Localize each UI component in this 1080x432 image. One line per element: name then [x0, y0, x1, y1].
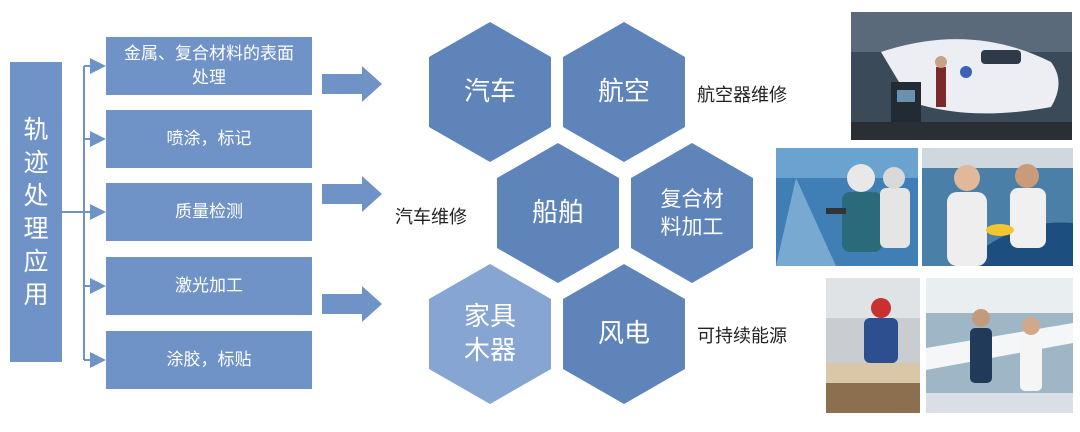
app-label: 质量检测 [175, 202, 243, 222]
app-box-quality-inspection: 质量检测 [106, 183, 312, 241]
app-box-surface-treatment: 金属、复合材料的表面处理 [106, 37, 312, 95]
label-aircraft-maintenance: 航空器维修 [697, 85, 787, 106]
label-sustainable-energy: 可持续能源 [697, 326, 787, 347]
hex-label: 风电 [597, 319, 650, 349]
app-box-laser-processing: 激光加工 [106, 257, 312, 315]
app-label: 涂胶，标贴 [166, 350, 252, 370]
hex-label: 汽车 [463, 77, 516, 107]
app-box-spraying-marking: 喷涂，标记 [106, 110, 312, 168]
left-title-box: 轨迹处理应用 [10, 62, 62, 362]
app-label: 激光加工 [175, 276, 243, 296]
label-car-repair: 汽车维修 [395, 207, 467, 228]
photo-spray-painter [776, 148, 918, 266]
app-box-gluing-labeling: 涂胶，标贴 [106, 331, 312, 389]
hex-label: 家具木器 [463, 302, 516, 366]
photo-wind-blade [926, 278, 1073, 413]
hex-label: 航空 [597, 77, 650, 107]
photo-aircraft-maintenance [851, 12, 1072, 140]
hex-label: 复合材料加工 [660, 187, 724, 239]
app-label: 喷涂，标记 [166, 129, 252, 149]
photo-wood-sanding [826, 278, 920, 413]
left-title: 轨迹处理应用 [23, 115, 49, 309]
app-label: 金属、复合材料的表面处理 [124, 44, 294, 88]
photo-car-polishing [922, 148, 1073, 266]
hex-label: 船舶 [531, 198, 584, 228]
arrow-right-3 [322, 286, 382, 322]
arrow-right-2 [322, 176, 382, 212]
arrow-right-1 [322, 66, 382, 102]
